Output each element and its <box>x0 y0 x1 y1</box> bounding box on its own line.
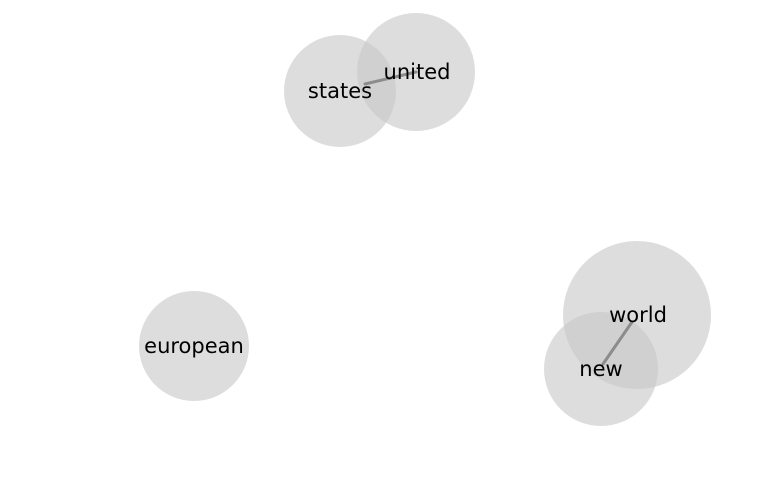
labels-layer: united states european world new <box>144 60 667 381</box>
bubbles-layer <box>139 13 711 426</box>
label-european: european <box>144 334 244 358</box>
edges-layer <box>363 70 634 366</box>
edge-united-states <box>363 70 418 86</box>
label-states: states <box>308 79 372 103</box>
label-world: world <box>609 303 667 327</box>
edge-world-new <box>601 320 634 366</box>
bubble-states <box>284 35 396 147</box>
bubble-european <box>139 291 249 401</box>
label-new: new <box>579 357 622 381</box>
bubble-new <box>544 312 658 426</box>
label-united: united <box>384 60 451 84</box>
